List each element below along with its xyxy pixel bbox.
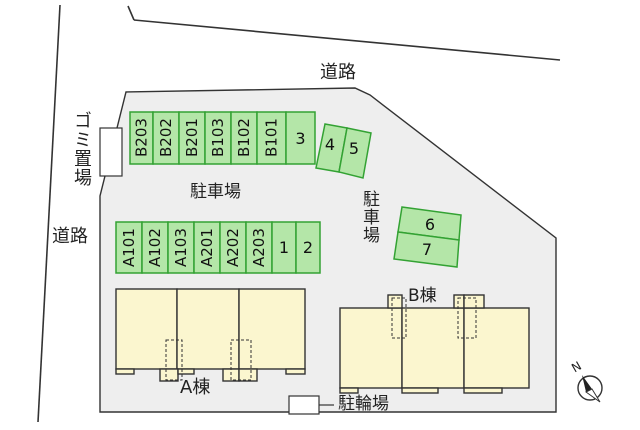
building-b-step — [463, 387, 503, 394]
building-a-unit — [176, 288, 240, 370]
parking-stall-label: 6 — [424, 214, 436, 234]
parking-row-angled — [315, 123, 372, 179]
parking-stall-label: 7 — [421, 239, 433, 259]
parking-stall-label: B102 — [235, 118, 253, 158]
compass — [577, 375, 603, 403]
parking-stall-label: B202 — [157, 118, 175, 158]
parking-stall-label: A201 — [198, 228, 216, 267]
parking-stall — [115, 221, 143, 274]
building-a-step — [115, 368, 135, 375]
building-b-unit — [463, 307, 530, 389]
parking-stall — [230, 111, 258, 165]
building-b-step — [463, 294, 485, 309]
stair-outline — [230, 339, 252, 381]
building-a-step — [285, 368, 306, 375]
parking-stall-label: A102 — [146, 228, 164, 267]
parking-stall — [152, 111, 180, 165]
parking-stall-label: A203 — [250, 228, 268, 267]
building-b-step — [453, 294, 465, 309]
parking-stall — [393, 231, 460, 268]
road-label-left: 道路 — [52, 226, 88, 247]
building-b-step — [339, 387, 359, 394]
parking-stall-label: 2 — [302, 238, 314, 257]
garbage-label: ゴミ置場 — [71, 111, 92, 187]
building-b-label: B棟 — [408, 286, 437, 306]
parking-stall-label: B203 — [132, 118, 151, 158]
garbage-bay — [99, 127, 123, 177]
parking-stall-label: A103 — [172, 228, 190, 267]
parking-stall-label: B103 — [209, 118, 227, 158]
stair-outline — [165, 339, 183, 381]
building-b-unit — [339, 307, 403, 389]
building-a-step — [238, 368, 258, 382]
road-edge-top — [127, 5, 135, 21]
building-a — [115, 288, 306, 382]
building-b-unit — [401, 307, 465, 389]
parking-stall — [178, 111, 206, 165]
building-b-step — [387, 294, 403, 309]
road-edge-left — [37, 4, 61, 423]
parking-stall-label: B101 — [262, 118, 281, 158]
stair-outline — [457, 297, 477, 339]
bicycle-parking-label: 駐輪場 — [338, 394, 389, 414]
road-label-top: 道路 — [320, 62, 356, 83]
parking-stall-label: A202 — [224, 228, 242, 267]
building-a-stairs — [165, 339, 252, 381]
road-edge-top — [133, 19, 561, 61]
parking-stall — [141, 221, 169, 274]
stair-outline — [391, 297, 407, 339]
compass-needle-north — [582, 375, 592, 392]
parking-stall — [204, 111, 232, 165]
parking-stall — [193, 221, 221, 274]
building-a-unit — [115, 288, 178, 370]
building-a-unit — [238, 288, 306, 370]
parking-stall-label: B201 — [183, 118, 201, 158]
parking-stall — [285, 111, 316, 165]
parking-label-center: 駐車場 — [190, 182, 241, 202]
compass-needle-south — [585, 388, 601, 403]
building-b — [339, 294, 530, 394]
parking-label-right: 駐車場 — [359, 190, 379, 244]
parking-stall-label: 3 — [295, 128, 306, 148]
building-a-label: A棟 — [180, 377, 211, 398]
parking-stall-label: A101 — [120, 228, 138, 267]
building-b-stairs — [391, 297, 477, 339]
parking-stall-label: 1 — [278, 238, 290, 257]
bicycle-parking-area — [288, 395, 320, 415]
parking-row-bottom — [115, 221, 321, 274]
parking-stall — [295, 221, 321, 274]
parking-stall — [167, 221, 195, 274]
building-a-step — [159, 368, 179, 382]
building-a-step — [177, 368, 195, 375]
parking-stall-label: 5 — [348, 138, 360, 158]
parking-stall-label: 4 — [324, 134, 336, 154]
building-b-step — [401, 387, 439, 394]
parking-row-top — [129, 111, 316, 165]
parking-stall — [338, 127, 372, 179]
parking-row-right — [393, 206, 462, 268]
